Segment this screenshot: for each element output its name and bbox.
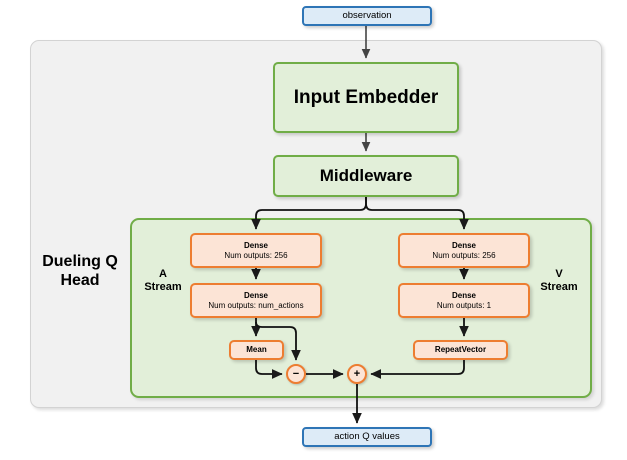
observation-label: observation bbox=[342, 9, 392, 21]
repeat-vector-label: RepeatVector bbox=[434, 345, 487, 355]
dueling-q-head-line1: Dueling Q bbox=[42, 253, 118, 270]
a-stream-line2: Stream bbox=[144, 281, 182, 294]
v-stream-line2: Stream bbox=[540, 281, 578, 294]
a-dense1-title: Dense bbox=[243, 240, 268, 250]
action-q-values-label: action Q values bbox=[334, 430, 400, 442]
node-v-stream-dense-1[interactable]: Dense Num outputs: 1 bbox=[398, 283, 530, 318]
node-middleware[interactable]: Middleware bbox=[273, 155, 459, 197]
input-embedder-label: Input Embedder bbox=[293, 86, 439, 108]
node-v-stream-dense-256[interactable]: Dense Num outputs: 256 bbox=[398, 233, 530, 268]
a-dense2-subtitle: Num outputs: num_actions bbox=[208, 301, 304, 310]
node-mean[interactable]: Mean bbox=[229, 340, 284, 360]
a-dense1-subtitle: Num outputs: 256 bbox=[224, 251, 288, 260]
node-subtract-operator[interactable]: − bbox=[286, 364, 306, 384]
minus-symbol: − bbox=[292, 367, 300, 380]
label-a-stream: A Stream bbox=[138, 268, 188, 294]
v-dense1-subtitle: Num outputs: 256 bbox=[432, 251, 496, 260]
node-observation[interactable]: observation bbox=[302, 6, 432, 26]
label-v-stream: V Stream bbox=[534, 268, 584, 294]
node-add-operator[interactable]: + bbox=[347, 364, 367, 384]
dueling-q-head-line2: Head bbox=[60, 272, 100, 290]
v-stream-line1: V bbox=[555, 268, 563, 280]
a-dense2-title: Dense bbox=[243, 290, 268, 300]
node-a-stream-dense-num-actions[interactable]: Dense Num outputs: num_actions bbox=[190, 283, 322, 318]
node-action-q-values[interactable]: action Q values bbox=[302, 427, 432, 447]
node-a-stream-dense-256[interactable]: Dense Num outputs: 256 bbox=[190, 233, 322, 268]
v-dense2-title: Dense bbox=[451, 290, 476, 300]
mean-label: Mean bbox=[246, 345, 267, 355]
label-dueling-q-head: Dueling Q Head bbox=[32, 252, 128, 290]
a-stream-line1: A bbox=[159, 268, 167, 280]
node-input-embedder[interactable]: Input Embedder bbox=[273, 62, 459, 133]
middleware-label: Middleware bbox=[319, 166, 413, 186]
v-dense1-title: Dense bbox=[451, 240, 476, 250]
v-dense2-subtitle: Num outputs: 1 bbox=[436, 301, 492, 310]
plus-symbol: + bbox=[353, 367, 361, 380]
node-repeat-vector[interactable]: RepeatVector bbox=[413, 340, 508, 360]
